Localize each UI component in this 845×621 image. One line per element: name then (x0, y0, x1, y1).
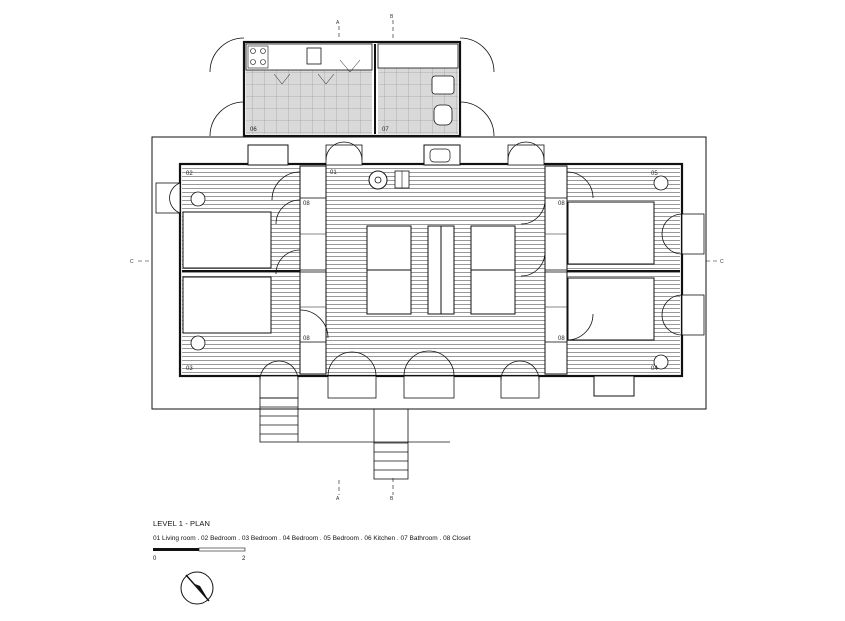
scale-bar (153, 547, 246, 552)
sink-icon (306, 47, 322, 65)
room-tag-08: 08 (558, 336, 565, 342)
stairs (259, 397, 450, 480)
lamp-icon (190, 175, 669, 370)
dining-table-icon (366, 225, 516, 315)
room-tag-07: 07 (382, 127, 389, 133)
room-tag-04: 04 (651, 366, 658, 372)
section-mark-b: B (390, 14, 394, 20)
legend: LEVEL 1 - PLAN 01 Living room . 02 Bedro… (153, 519, 471, 542)
shower-icon (377, 43, 459, 69)
room-tag-08: 08 (558, 201, 565, 207)
sink-icon (429, 148, 451, 163)
north-arrow-icon (180, 571, 214, 605)
section-lines (138, 20, 718, 495)
scale-end-label: 2 (242, 556, 246, 562)
room-tag-08: 08 (303, 336, 310, 342)
section-mark-a: A (336, 496, 340, 502)
room-tag-01: 01 (330, 170, 337, 176)
wet-block (242, 40, 462, 138)
room-list: 01 Living room . 02 Bedroom . 03 Bedroom… (153, 535, 471, 542)
room-tag-06: 06 (250, 127, 257, 133)
stove-icon (368, 170, 410, 190)
toilet-icon (433, 104, 453, 126)
section-mark-c: C (720, 259, 724, 265)
section-mark-a: A (336, 20, 340, 26)
plan-title: LEVEL 1 - PLAN (153, 519, 210, 528)
scale-start-label: 0 (153, 556, 157, 562)
bed-icon (182, 201, 655, 341)
room-tag-05: 05 (651, 171, 658, 177)
room-tag-02: 02 (186, 171, 193, 177)
door-swings (155, 37, 705, 399)
room-tag-08: 08 (303, 201, 310, 207)
room-tag-03: 03 (186, 366, 193, 372)
stove-icon (247, 45, 269, 69)
section-mark-c: C (130, 259, 134, 265)
section-mark-b: B (390, 496, 394, 502)
